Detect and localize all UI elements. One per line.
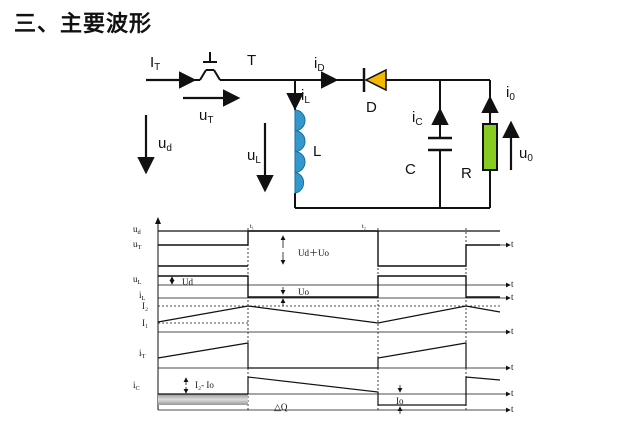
waveform-uL bbox=[158, 275, 500, 298]
annotation-i2-minus-io: I₂- Io bbox=[195, 380, 214, 390]
label-capacitor-C: C bbox=[405, 161, 416, 178]
level-label-I1: I₁ bbox=[142, 318, 148, 328]
axis-label-t-iL: t bbox=[511, 292, 514, 302]
axis-label-t-iL2: t bbox=[511, 326, 514, 336]
label-diode-D: D bbox=[366, 99, 377, 116]
label-I_T: IT bbox=[150, 54, 160, 73]
label-inductor-L: L bbox=[313, 143, 321, 160]
row-label-ud: ud bbox=[133, 224, 142, 236]
label-switch-T: T bbox=[247, 52, 256, 69]
label-u_0: u0 bbox=[519, 145, 533, 164]
circuit bbox=[146, 52, 491, 209]
axis-label-t-bottom: t bbox=[511, 404, 514, 414]
section-title: 三、主要波形 bbox=[14, 12, 153, 37]
waveform-iT bbox=[157, 342, 467, 369]
label-u_d: ud bbox=[158, 135, 172, 154]
label-t2: t₂ bbox=[362, 223, 366, 230]
switch-T bbox=[199, 52, 221, 81]
label-u_L: uL bbox=[247, 147, 261, 166]
inductor-L bbox=[294, 109, 306, 194]
label-i_D: iD bbox=[314, 55, 325, 74]
diode-D bbox=[362, 68, 387, 92]
label-resistor-R: R bbox=[461, 165, 472, 182]
annotation-ud: Ud bbox=[182, 277, 193, 287]
label-u_T: uT bbox=[199, 107, 213, 126]
waveform-iC bbox=[158, 376, 501, 406]
axis-label-t-iT: t bbox=[511, 362, 514, 372]
label-i_L: iL bbox=[301, 87, 310, 106]
level-label-I2: I₂ bbox=[142, 301, 148, 311]
annotation-uo: Uo bbox=[298, 287, 309, 297]
row-label-uL: uL bbox=[133, 274, 142, 286]
axis-label-t-uT: t bbox=[511, 239, 514, 249]
row-label-uT: uT bbox=[133, 239, 142, 251]
axis-label-t-uL: t bbox=[511, 279, 514, 289]
annotation-delta-q: △Q bbox=[274, 402, 288, 412]
shaded-area-delta-q bbox=[158, 394, 248, 405]
resistor-R bbox=[482, 123, 498, 171]
row-label-iL: iL bbox=[139, 290, 146, 302]
y-axis-arrowhead bbox=[155, 217, 161, 224]
row-label-iC: iC bbox=[133, 380, 140, 392]
label-i_C: iC bbox=[412, 109, 423, 128]
label-t1: t₁ bbox=[250, 223, 254, 230]
label-i_0: i0 bbox=[506, 84, 515, 103]
waveform-iL bbox=[157, 305, 501, 324]
annotation-ud-plus-uo: Ud＋Uo bbox=[298, 248, 329, 258]
row-label-iT: iT bbox=[139, 348, 146, 360]
axis-label-t-iC: t bbox=[511, 388, 514, 398]
waveform-panel: t₁ t₂ ud uT t Ud＋Uo uL t Ud Uo iL t I₂ I… bbox=[133, 217, 514, 414]
annotation-io: Io bbox=[396, 396, 404, 406]
waveform-uT bbox=[158, 230, 500, 267]
